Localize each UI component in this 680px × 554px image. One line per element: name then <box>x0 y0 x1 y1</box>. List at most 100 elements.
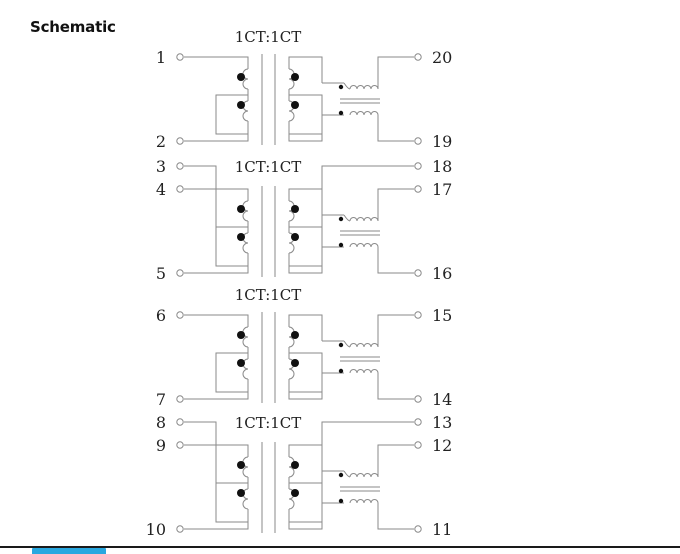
pin-terminal <box>414 525 422 533</box>
wire <box>288 115 323 142</box>
coil-winding <box>242 456 249 478</box>
footer-logo <box>32 548 106 554</box>
polarity-dot <box>237 461 245 469</box>
wire <box>184 314 249 327</box>
polarity-dot <box>291 233 299 241</box>
wire <box>288 56 323 83</box>
wire <box>377 314 414 347</box>
pin-label: 12 <box>432 436 452 455</box>
wire <box>184 121 249 142</box>
polarity-dot <box>237 233 245 241</box>
choke-dot <box>338 472 344 478</box>
wire <box>321 165 414 227</box>
pin-label: 8 <box>156 413 166 432</box>
choke-winding <box>349 499 379 504</box>
pin-label: 17 <box>432 180 452 199</box>
pin-label: 14 <box>432 390 452 409</box>
wire <box>377 373 414 400</box>
pin-label: 1 <box>156 48 166 67</box>
pin-terminal <box>414 269 422 277</box>
choke-dot <box>338 216 344 222</box>
pin-terminal <box>414 185 422 193</box>
pin-label: 13 <box>432 413 452 432</box>
pin-label: 3 <box>156 157 166 176</box>
pin-label: 16 <box>432 264 452 283</box>
polarity-dot <box>291 461 299 469</box>
pin-label: 15 <box>432 306 452 325</box>
pin-terminal <box>176 269 184 277</box>
pin-label: 6 <box>156 306 166 325</box>
wire <box>288 247 323 274</box>
coil-winding <box>288 326 295 348</box>
wire <box>215 352 248 393</box>
pin-terminal <box>414 418 422 426</box>
wire <box>184 56 249 69</box>
wire <box>343 470 351 478</box>
choke-dot <box>338 242 344 248</box>
polarity-dot <box>291 489 299 497</box>
wire <box>184 379 249 400</box>
polarity-dot <box>237 73 245 81</box>
choke-dot <box>338 342 344 348</box>
schematic-heading: Schematic <box>30 18 116 36</box>
pin-label: 11 <box>432 520 452 539</box>
pin-label: 18 <box>432 157 452 176</box>
pin-terminal <box>176 53 184 61</box>
wire <box>377 56 414 89</box>
pin-terminal <box>176 137 184 145</box>
wire <box>377 503 414 530</box>
pin-label: 20 <box>432 48 452 67</box>
wire <box>343 82 351 90</box>
pin-terminal <box>176 418 184 426</box>
coil-winding <box>242 200 249 222</box>
polarity-dot <box>237 489 245 497</box>
wire <box>215 226 248 267</box>
pin-terminal <box>176 525 184 533</box>
pin-terminal <box>176 162 184 170</box>
choke-dot <box>338 84 344 90</box>
pin-label: 10 <box>146 520 166 539</box>
wire <box>377 115 414 142</box>
choke-dot <box>338 110 344 116</box>
pin-terminal <box>414 395 422 403</box>
pin-terminal <box>176 395 184 403</box>
pin-terminal <box>414 53 422 61</box>
coil-winding <box>288 68 295 90</box>
choke-winding <box>349 473 379 478</box>
pin-label: 2 <box>156 132 166 151</box>
wire <box>377 444 414 477</box>
polarity-dot <box>291 205 299 213</box>
pin-terminal <box>414 162 422 170</box>
wire <box>184 188 249 201</box>
wire <box>184 253 249 274</box>
polarity-dot <box>237 205 245 213</box>
wire <box>343 340 351 348</box>
turns-ratio-label: 1CT:1CT <box>235 286 302 304</box>
wire <box>288 314 323 341</box>
choke-dot <box>338 368 344 374</box>
polarity-dot <box>237 331 245 339</box>
polarity-dot <box>237 101 245 109</box>
wire <box>343 214 351 222</box>
pin-terminal <box>176 441 184 449</box>
wire <box>215 482 248 523</box>
polarity-dot <box>291 73 299 81</box>
turns-ratio-label: 1CT:1CT <box>235 158 302 176</box>
pin-label: 4 <box>156 180 166 199</box>
polarity-dot <box>291 331 299 339</box>
pin-terminal <box>176 311 184 319</box>
wire <box>321 421 414 483</box>
choke-winding <box>349 217 379 222</box>
coil-winding <box>242 68 249 90</box>
choke-winding <box>349 343 379 348</box>
pin-terminal <box>414 441 422 449</box>
polarity-dot <box>291 101 299 109</box>
polarity-dot <box>237 359 245 367</box>
choke-winding <box>349 369 379 374</box>
turns-ratio-label: 1CT:1CT <box>235 414 302 432</box>
wire <box>184 165 217 227</box>
wire <box>288 503 323 530</box>
wire <box>215 94 248 135</box>
coil-winding <box>288 200 295 222</box>
